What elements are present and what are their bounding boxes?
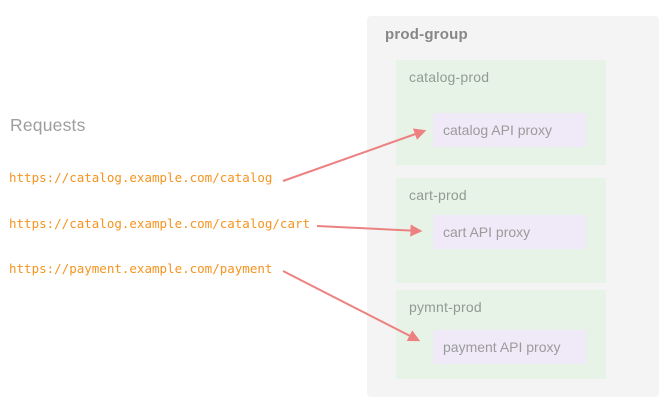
- environment-box-catalog-prod: catalog-prod catalog API proxy: [396, 60, 606, 165]
- proxy-label: cart API proxy: [443, 224, 531, 240]
- environment-box-cart-prod: cart-prod cart API proxy: [396, 178, 606, 283]
- environment-label: pymnt-prod: [409, 299, 482, 315]
- request-url-payment: https://payment.example.com/payment: [9, 261, 273, 276]
- prod-group-container: prod-group catalog-prod catalog API prox…: [367, 16, 659, 397]
- request-url-catalog-cart: https://catalog.example.com/catalog/cart: [9, 216, 311, 231]
- proxy-box-catalog: catalog API proxy: [433, 113, 586, 147]
- proxy-box-cart: cart API proxy: [433, 215, 586, 249]
- request-url-catalog: https://catalog.example.com/catalog: [9, 170, 273, 185]
- environment-label: cart-prod: [409, 187, 467, 203]
- requests-heading: Requests: [10, 115, 86, 135]
- environment-label: catalog-prod: [409, 69, 490, 85]
- proxy-box-payment: payment API proxy: [433, 330, 586, 364]
- prod-group-label: prod-group: [385, 26, 468, 43]
- environment-box-pymnt-prod: pymnt-prod payment API proxy: [396, 290, 606, 379]
- proxy-label: catalog API proxy: [443, 122, 552, 138]
- proxy-label: payment API proxy: [443, 339, 561, 355]
